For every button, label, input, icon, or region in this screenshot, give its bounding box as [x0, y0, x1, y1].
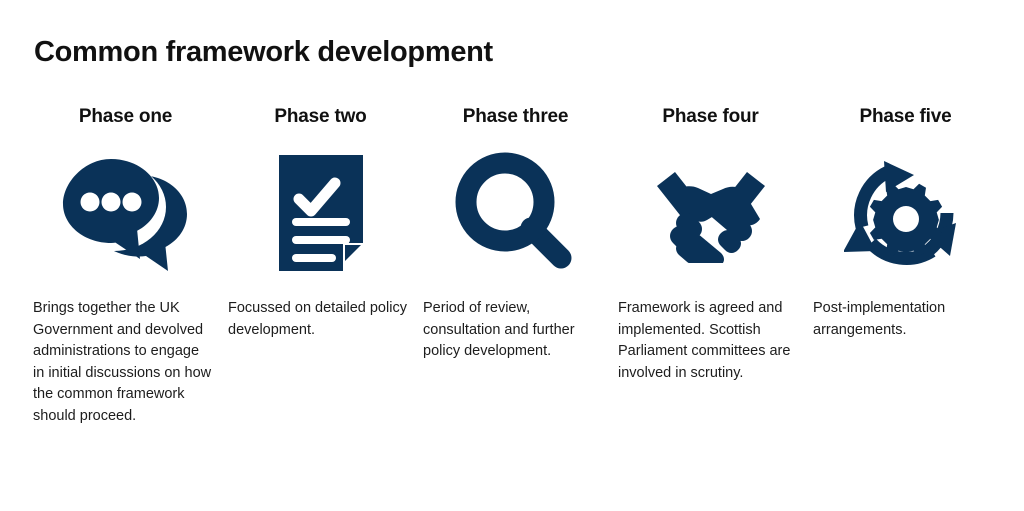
phase-description-three: Period of review, consultation and furth…	[423, 300, 575, 359]
cycle-gear-icon	[826, 148, 986, 278]
phase-description-five: Post-implementation arrangements.	[813, 300, 946, 338]
phase-description-one: Brings together the UK Government and de…	[33, 300, 212, 424]
handshake-icon	[631, 148, 791, 278]
phase-heading-two: Phase two	[274, 106, 367, 127]
phase-heading-four: Phase four	[662, 106, 759, 127]
phase-heading-three: Phase three	[462, 106, 569, 127]
phase-column-four: Phase four	[613, 104, 808, 427]
phase-column-two: Phase two Focussed on detailed policy de…	[223, 104, 418, 427]
magnifying-glass-icon	[436, 148, 596, 278]
phase-column-five: Phase five	[808, 104, 1003, 427]
phase-heading-one: Phase one	[78, 106, 173, 127]
speech-bubbles-icon	[46, 148, 206, 278]
phase-description-two: Focussed on detailed policy development.	[228, 300, 407, 338]
phase-column-one: Phase one Brings together the UK Governm…	[28, 104, 223, 427]
phase-description-four: Framework is agreed and implemented. Sco…	[618, 300, 791, 381]
phase-row: Phase one Brings together the UK Governm…	[0, 104, 1024, 427]
page-title: Common framework development	[34, 36, 493, 68]
phase-heading-five: Phase five	[859, 106, 952, 127]
phase-column-three: Phase three Period of review, consultati…	[418, 104, 613, 427]
document-checklist-icon	[241, 148, 401, 278]
